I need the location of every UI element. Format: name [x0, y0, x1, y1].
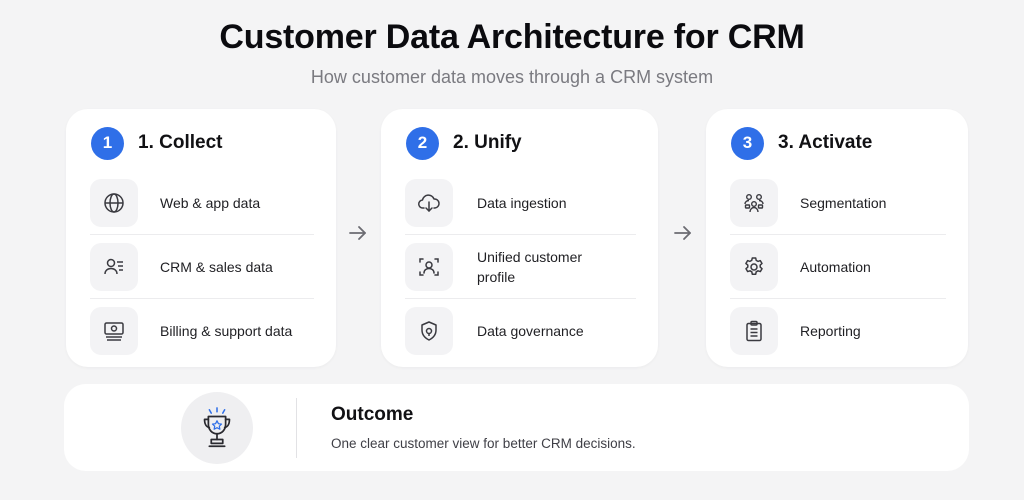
list-item: Unified customer profile [405, 235, 636, 299]
people-group-icon [730, 178, 778, 227]
list-item: Reporting [730, 299, 946, 363]
step-number-badge: 2 [406, 126, 439, 160]
step-item-list: Web & app data CRM & sales data Billing … [90, 171, 314, 363]
step-header: 2 2. Unify [406, 126, 522, 160]
contact-card-icon [90, 242, 138, 291]
list-item-label: Web & app data [160, 194, 261, 211]
cloud-download-icon [405, 178, 453, 227]
page-title: Customer Data Architecture for CRM [219, 18, 805, 56]
step-header: 3 3. Activate [731, 126, 872, 160]
step-item-list: Segmentation Automation Reporting [730, 171, 946, 363]
shield-icon [405, 307, 453, 355]
step-card-unify: 2 2. Unify Data ingestion Unified custom… [381, 109, 658, 367]
list-item-label: Billing & support data [160, 323, 293, 339]
list-item: Web & app data [90, 171, 314, 235]
outcome-card: Outcome One clear customer view for bett… [64, 384, 969, 471]
step-item-list: Data ingestion Unified customer profile … [405, 171, 636, 363]
list-item-label: Unified customer profile [477, 248, 583, 285]
list-item-label: CRM & sales data [160, 258, 273, 275]
globe-icon [90, 178, 138, 227]
trophy-icon [181, 392, 253, 464]
step-title: 3. Activate [778, 132, 873, 153]
list-item: Data governance [405, 299, 636, 363]
list-item-label: Reporting [800, 323, 861, 339]
outcome-text: One clear customer view for better CRM d… [331, 436, 636, 451]
arrow-right-icon [349, 226, 366, 240]
list-item-label: Segmentation [800, 194, 887, 211]
gear-icon [730, 242, 778, 291]
list-item-label: Automation [800, 258, 871, 275]
step-card-collect: 1 1. Collect Web & app data CRM & sales … [66, 109, 336, 367]
list-item: Segmentation [730, 171, 946, 235]
page-subtitle: How customer data moves through a CRM sy… [310, 67, 714, 87]
list-item-label: Data governance [477, 323, 584, 339]
step-title: 1. Collect [138, 132, 223, 153]
step-title: 2. Unify [453, 132, 522, 153]
step-number-badge: 3 [731, 126, 764, 160]
profile-scan-icon [405, 242, 453, 291]
step-number-badge: 1 [91, 126, 124, 160]
list-item: Automation [730, 235, 946, 299]
outcome-title: Outcome [331, 404, 414, 425]
clipboard-icon [730, 307, 778, 355]
list-item: Billing & support data [90, 299, 314, 363]
list-item: CRM & sales data [90, 235, 314, 299]
billing-icon [90, 307, 138, 355]
divider [296, 398, 297, 458]
step-header: 1 1. Collect [91, 126, 222, 160]
list-item-label: Data ingestion [477, 194, 567, 211]
list-item: Data ingestion [405, 171, 636, 235]
step-card-activate: 3 3. Activate Segmentation Automation Re… [706, 109, 968, 367]
arrow-right-icon [674, 226, 691, 240]
